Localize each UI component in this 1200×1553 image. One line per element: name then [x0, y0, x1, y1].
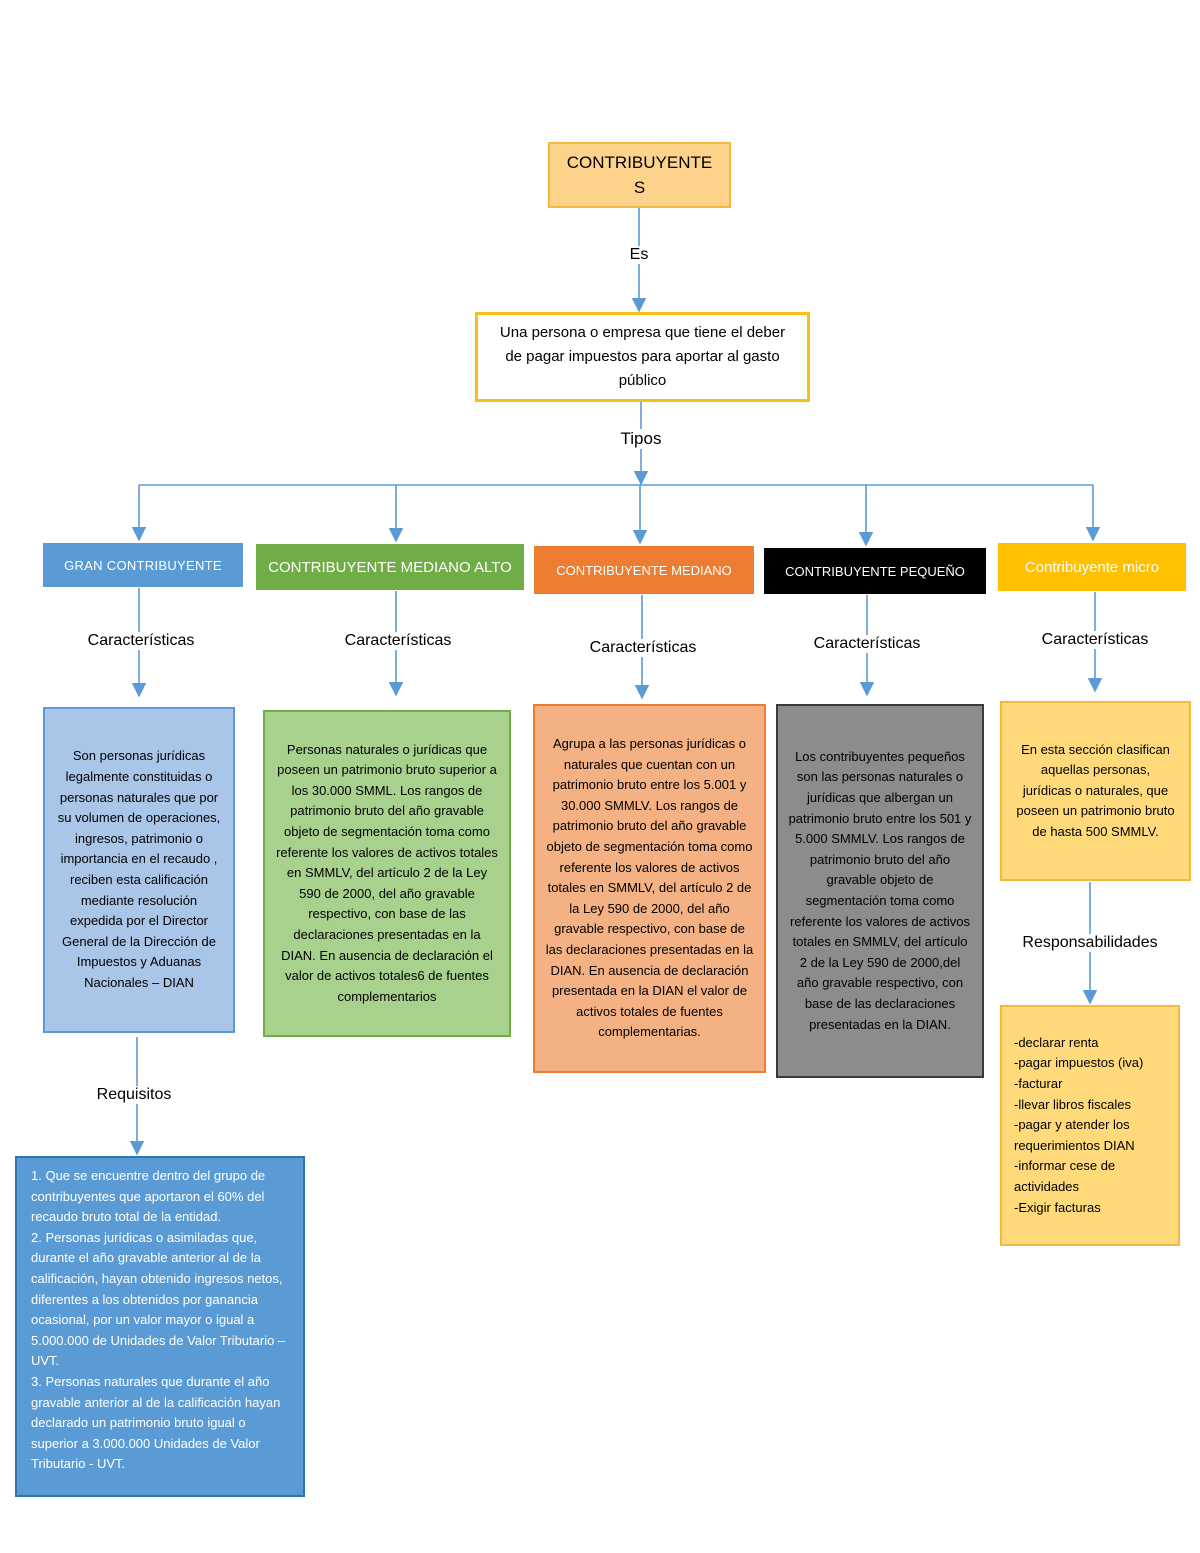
definition-node: Una persona o empresa que tiene el deber… — [475, 312, 810, 402]
description-text: Los contribuyentes pequeños son las pers… — [788, 748, 972, 1032]
requirement-item: 1. Que se encuentre dentro del grupo de … — [31, 1168, 266, 1225]
responsibilities-box: -declarar renta -pagar impuestos (iva) -… — [1000, 1005, 1180, 1246]
description-text: Personas naturales o jurídicas que posee… — [276, 741, 498, 1004]
root-title-line-2: S — [633, 178, 646, 197]
responsibility-item: -pagar impuestos (iva) — [1014, 1055, 1144, 1071]
connector-label-micro: Características — [1039, 631, 1151, 649]
type-title: CONTRIBUYENTE PEQUEÑO — [785, 563, 965, 579]
connector-label-mediano: Características — [587, 639, 699, 657]
responsibility-item: -pagar y atender los requerimientos DIAN — [1014, 1117, 1135, 1153]
connector-label-responsabilidades: Responsabilidades — [1020, 934, 1160, 952]
type-title: CONTRIBUYENTE MEDIANO ALTO — [268, 558, 512, 576]
description-text: Agrupa a las personas jurídicas o natura… — [545, 736, 754, 1040]
description-pequeno: Los contribuyentes pequeños son las pers… — [776, 704, 984, 1078]
responsibility-item: -llevar libros fiscales — [1014, 1096, 1132, 1112]
type-contribuyente-pequeno: CONTRIBUYENTE PEQUEÑO — [764, 548, 986, 594]
description-gran: Son personas jurídicas legalmente consti… — [43, 707, 235, 1033]
type-contribuyente-mediano: CONTRIBUYENTE MEDIANO — [534, 546, 754, 594]
type-title: CONTRIBUYENTE MEDIANO — [556, 562, 732, 578]
description-text: Son personas jurídicas legalmente consti… — [57, 748, 221, 990]
responsibility-item: -informar cese de actividades — [1014, 1158, 1116, 1194]
requirement-item: 3. Personas naturales que durante el año… — [31, 1373, 281, 1472]
type-title: GRAN CONTRIBUYENTE — [64, 557, 222, 573]
description-micro: En esta sección clasifican aquellas pers… — [1000, 701, 1191, 881]
type-title: Contribuyente micro — [1024, 558, 1160, 576]
type-gran-contribuyente: GRAN CONTRIBUYENTE — [43, 543, 243, 587]
description-text: En esta sección clasifican aquellas pers… — [1016, 741, 1175, 839]
connector-label-tipos: Tipos — [618, 429, 664, 449]
description-mediano: Agrupa a las personas jurídicas o natura… — [533, 704, 766, 1073]
requirement-item: 2. Personas jurídicas o asimiladas que, … — [31, 1229, 286, 1369]
description-mediano-alto: Personas naturales o jurídicas que posee… — [263, 710, 511, 1037]
connector-label-peq: Características — [811, 635, 923, 653]
requirements-box: 1. Que se encuentre dentro del grupo de … — [15, 1156, 305, 1497]
definition-text: Una persona o empresa que tiene el deber… — [499, 324, 786, 389]
connector-label-es: Es — [627, 246, 651, 264]
connector-label-gran: Características — [85, 632, 197, 650]
type-contribuyente-micro: Contribuyente micro — [998, 543, 1186, 591]
root-title-line-1: CONTRIBUYENTE — [566, 153, 713, 172]
connector-label-malto: Características — [342, 632, 454, 650]
responsibility-item: -Exigir facturas — [1014, 1199, 1101, 1215]
responsibility-item: -declarar renta — [1014, 1034, 1099, 1050]
responsibility-item: -facturar — [1014, 1076, 1063, 1092]
connector-label-requisitos: Requisitos — [94, 1086, 174, 1104]
type-contribuyente-mediano-alto: CONTRIBUYENTE MEDIANO ALTO — [256, 544, 524, 590]
root-node: CONTRIBUYENTE S — [548, 142, 731, 208]
